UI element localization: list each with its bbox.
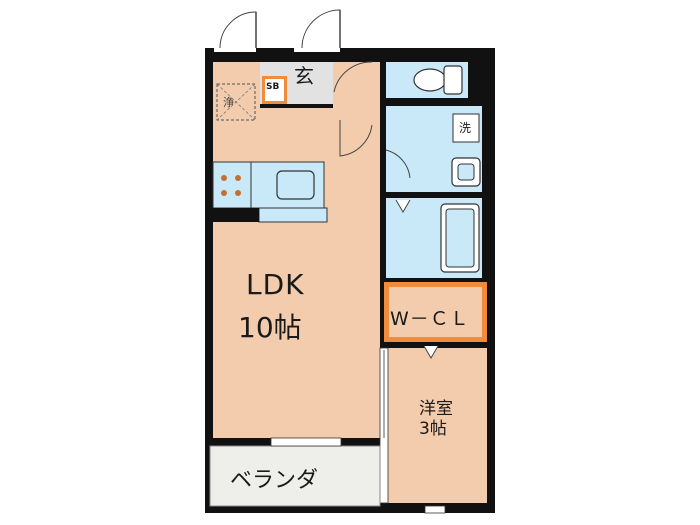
stove — [212, 161, 252, 209]
wcl-floor — [389, 287, 482, 337]
door-swing-room — [423, 345, 439, 359]
shoe-box-label: SB — [266, 82, 280, 92]
entrance-label: 玄 — [294, 64, 314, 88]
kitchen-sink — [276, 170, 315, 200]
washer-label: 洗 — [459, 121, 472, 135]
kitchen-floor — [213, 62, 260, 108]
drain-label: 浄 — [223, 96, 234, 109]
veranda — [209, 445, 381, 507]
door-swing-bath — [395, 199, 411, 213]
drain-box — [216, 83, 256, 121]
western-room-label: 洋室 — [419, 399, 453, 419]
toilet-bowl — [413, 68, 447, 92]
door-swing-ldk — [339, 120, 373, 157]
door-swing-left — [219, 11, 257, 49]
washer-spot — [452, 113, 480, 143]
yoshitsu-floor — [388, 348, 487, 503]
door-swing-wash — [385, 149, 411, 179]
western-room-size-label: 3帖 — [419, 419, 447, 439]
door-swing-entrance — [301, 9, 341, 49]
ldk-size-label: 10帖 — [238, 311, 302, 344]
ldk-label: LDK — [246, 268, 305, 301]
door-swing-hall — [333, 61, 373, 93]
veranda-label: ベランダ — [230, 468, 319, 493]
walk-in-closet-label: W－ＣＬ — [390, 308, 470, 330]
